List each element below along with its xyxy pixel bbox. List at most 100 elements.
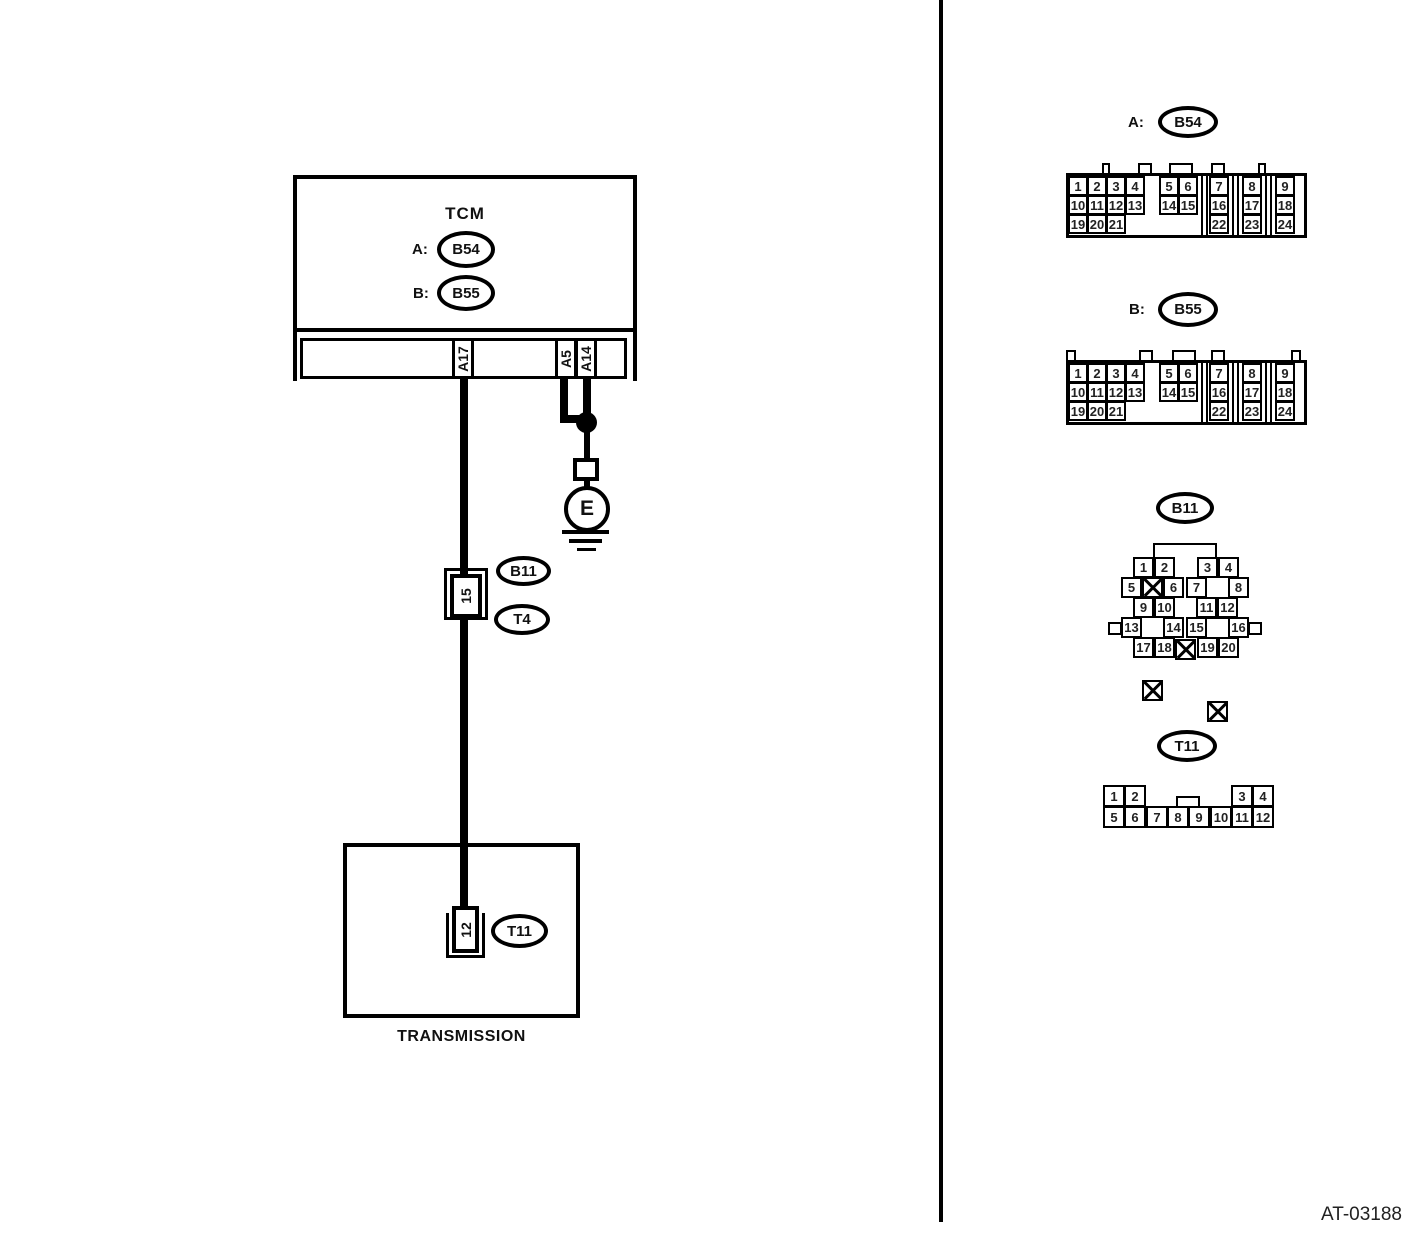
pin-cell: 20 bbox=[1087, 401, 1107, 421]
pin12-bracket bbox=[446, 913, 485, 958]
ground-neck bbox=[584, 479, 590, 488]
pin-cell: 9 bbox=[1275, 176, 1295, 196]
tcm-conn-b-prefix: B: bbox=[413, 285, 429, 302]
pin-cell: 8 bbox=[1242, 176, 1262, 196]
pin-cell: 8 bbox=[1228, 577, 1249, 598]
b55-divider bbox=[1201, 363, 1208, 422]
b54-code: B54 bbox=[1158, 106, 1218, 138]
pin-cell: 22 bbox=[1209, 214, 1229, 234]
b54-divider bbox=[1201, 176, 1208, 235]
t11-top-tab bbox=[1176, 796, 1200, 808]
pin-cell: 2 bbox=[1154, 557, 1175, 578]
ground-bar-1 bbox=[562, 530, 609, 534]
b55-prefix: B: bbox=[1129, 301, 1145, 318]
b55-code: B55 bbox=[1158, 292, 1218, 327]
pin-cell: 24 bbox=[1275, 214, 1295, 234]
pin-cell: 1 bbox=[1133, 557, 1154, 578]
b55-tab bbox=[1211, 350, 1225, 363]
tcm-title: TCM bbox=[445, 204, 485, 223]
wire-a5-down bbox=[560, 377, 568, 423]
pin-cell: 16 bbox=[1228, 617, 1249, 638]
ground-circle: E bbox=[564, 486, 610, 532]
blocked-pin-cell bbox=[1207, 701, 1228, 722]
pin-cell: 13 bbox=[1125, 195, 1145, 215]
pin-cell: 19 bbox=[1068, 214, 1088, 234]
pin-cell: 17 bbox=[1242, 382, 1262, 402]
tcm-pin-a14: A14 bbox=[575, 338, 597, 379]
pin-cell: 15 bbox=[1178, 382, 1198, 402]
pin-cell: 12 bbox=[1217, 597, 1238, 618]
tcm-conn-a-code: B54 bbox=[437, 231, 495, 268]
pin-cell: 18 bbox=[1154, 637, 1175, 658]
b55-divider bbox=[1265, 363, 1272, 422]
b54-divider bbox=[1232, 176, 1239, 235]
blocked-pin-cell bbox=[1142, 680, 1163, 701]
b11-code: B11 bbox=[1156, 492, 1214, 524]
inline-connector-lower-code: T4 bbox=[494, 604, 550, 635]
pin-cell: 2 bbox=[1124, 785, 1146, 807]
tcm-pin-a17: A17 bbox=[452, 338, 474, 379]
pin-cell: 13 bbox=[1121, 617, 1142, 638]
pin-cell: 21 bbox=[1106, 214, 1126, 234]
wire-connector15-to-pin12 bbox=[460, 612, 468, 912]
pin-cell: 3 bbox=[1197, 557, 1218, 578]
pin-cell: 9 bbox=[1133, 597, 1154, 618]
b54-tab bbox=[1169, 163, 1193, 176]
pin-cell: 20 bbox=[1218, 637, 1239, 658]
b55-tab bbox=[1172, 350, 1196, 363]
pin-cell: 23 bbox=[1242, 401, 1262, 421]
pin-cell: 15 bbox=[1178, 195, 1198, 215]
pin-cell: 6 bbox=[1124, 806, 1146, 828]
b55-divider bbox=[1232, 363, 1239, 422]
b11-side-tab bbox=[1248, 622, 1262, 635]
b54-tab bbox=[1102, 163, 1110, 176]
inline-connector-pin: 15 bbox=[450, 574, 482, 618]
pin-cell: 12 bbox=[1252, 806, 1274, 828]
pin-cell: 3 bbox=[1106, 176, 1126, 196]
page-divider-line bbox=[939, 0, 943, 1222]
pin-cell: 5 bbox=[1159, 363, 1179, 383]
figure-code: AT-03188 bbox=[1321, 1204, 1402, 1225]
pin-cell: 18 bbox=[1275, 382, 1295, 402]
pin-cell: 1 bbox=[1068, 176, 1088, 196]
tcm-conn-b-code: B55 bbox=[437, 275, 495, 311]
pin-cell: 24 bbox=[1275, 401, 1295, 421]
pin-cell: 16 bbox=[1209, 382, 1229, 402]
pin-cell: 4 bbox=[1125, 176, 1145, 196]
tcm-pin-a5: A5 bbox=[555, 338, 577, 379]
pin-cell: 7 bbox=[1209, 363, 1229, 383]
b55-tab bbox=[1291, 350, 1301, 363]
pin-cell: 2 bbox=[1087, 176, 1107, 196]
pin-cell: 8 bbox=[1242, 363, 1262, 383]
pin-cell: 10 bbox=[1068, 382, 1088, 402]
pin-cell: 23 bbox=[1242, 214, 1262, 234]
wire-a14-down bbox=[583, 377, 591, 428]
pin-cell: 10 bbox=[1154, 597, 1175, 618]
wire-a17-to-connector15 bbox=[460, 377, 468, 574]
pin-cell: 6 bbox=[1178, 176, 1198, 196]
pin-cell: 2 bbox=[1087, 363, 1107, 383]
t11-code: T11 bbox=[1157, 730, 1217, 762]
b55-tab bbox=[1139, 350, 1153, 363]
ground-bar-2 bbox=[569, 539, 602, 543]
pin-cell: 5 bbox=[1121, 577, 1142, 598]
pin-cell: 10 bbox=[1210, 806, 1232, 828]
pin-cell: 9 bbox=[1188, 806, 1210, 828]
b54-tab bbox=[1211, 163, 1225, 176]
pin-cell: 6 bbox=[1178, 363, 1198, 383]
ground-bar-3 bbox=[577, 548, 596, 551]
pin-cell: 5 bbox=[1103, 806, 1125, 828]
pin-cell: 12 bbox=[1106, 382, 1126, 402]
b54-divider bbox=[1265, 176, 1272, 235]
pin-cell: 11 bbox=[1087, 195, 1107, 215]
transmission-title: TRANSMISSION bbox=[397, 1028, 526, 1045]
tcm-box-right-stub bbox=[633, 328, 637, 381]
pin-cell: 11 bbox=[1196, 597, 1217, 618]
wire-a5-jog bbox=[560, 415, 590, 423]
pin-cell: 1 bbox=[1068, 363, 1088, 383]
pin-cell: 12 bbox=[1106, 195, 1126, 215]
pin-cell: 17 bbox=[1133, 637, 1154, 658]
b54-prefix: A: bbox=[1128, 114, 1144, 131]
b54-tab bbox=[1258, 163, 1266, 176]
